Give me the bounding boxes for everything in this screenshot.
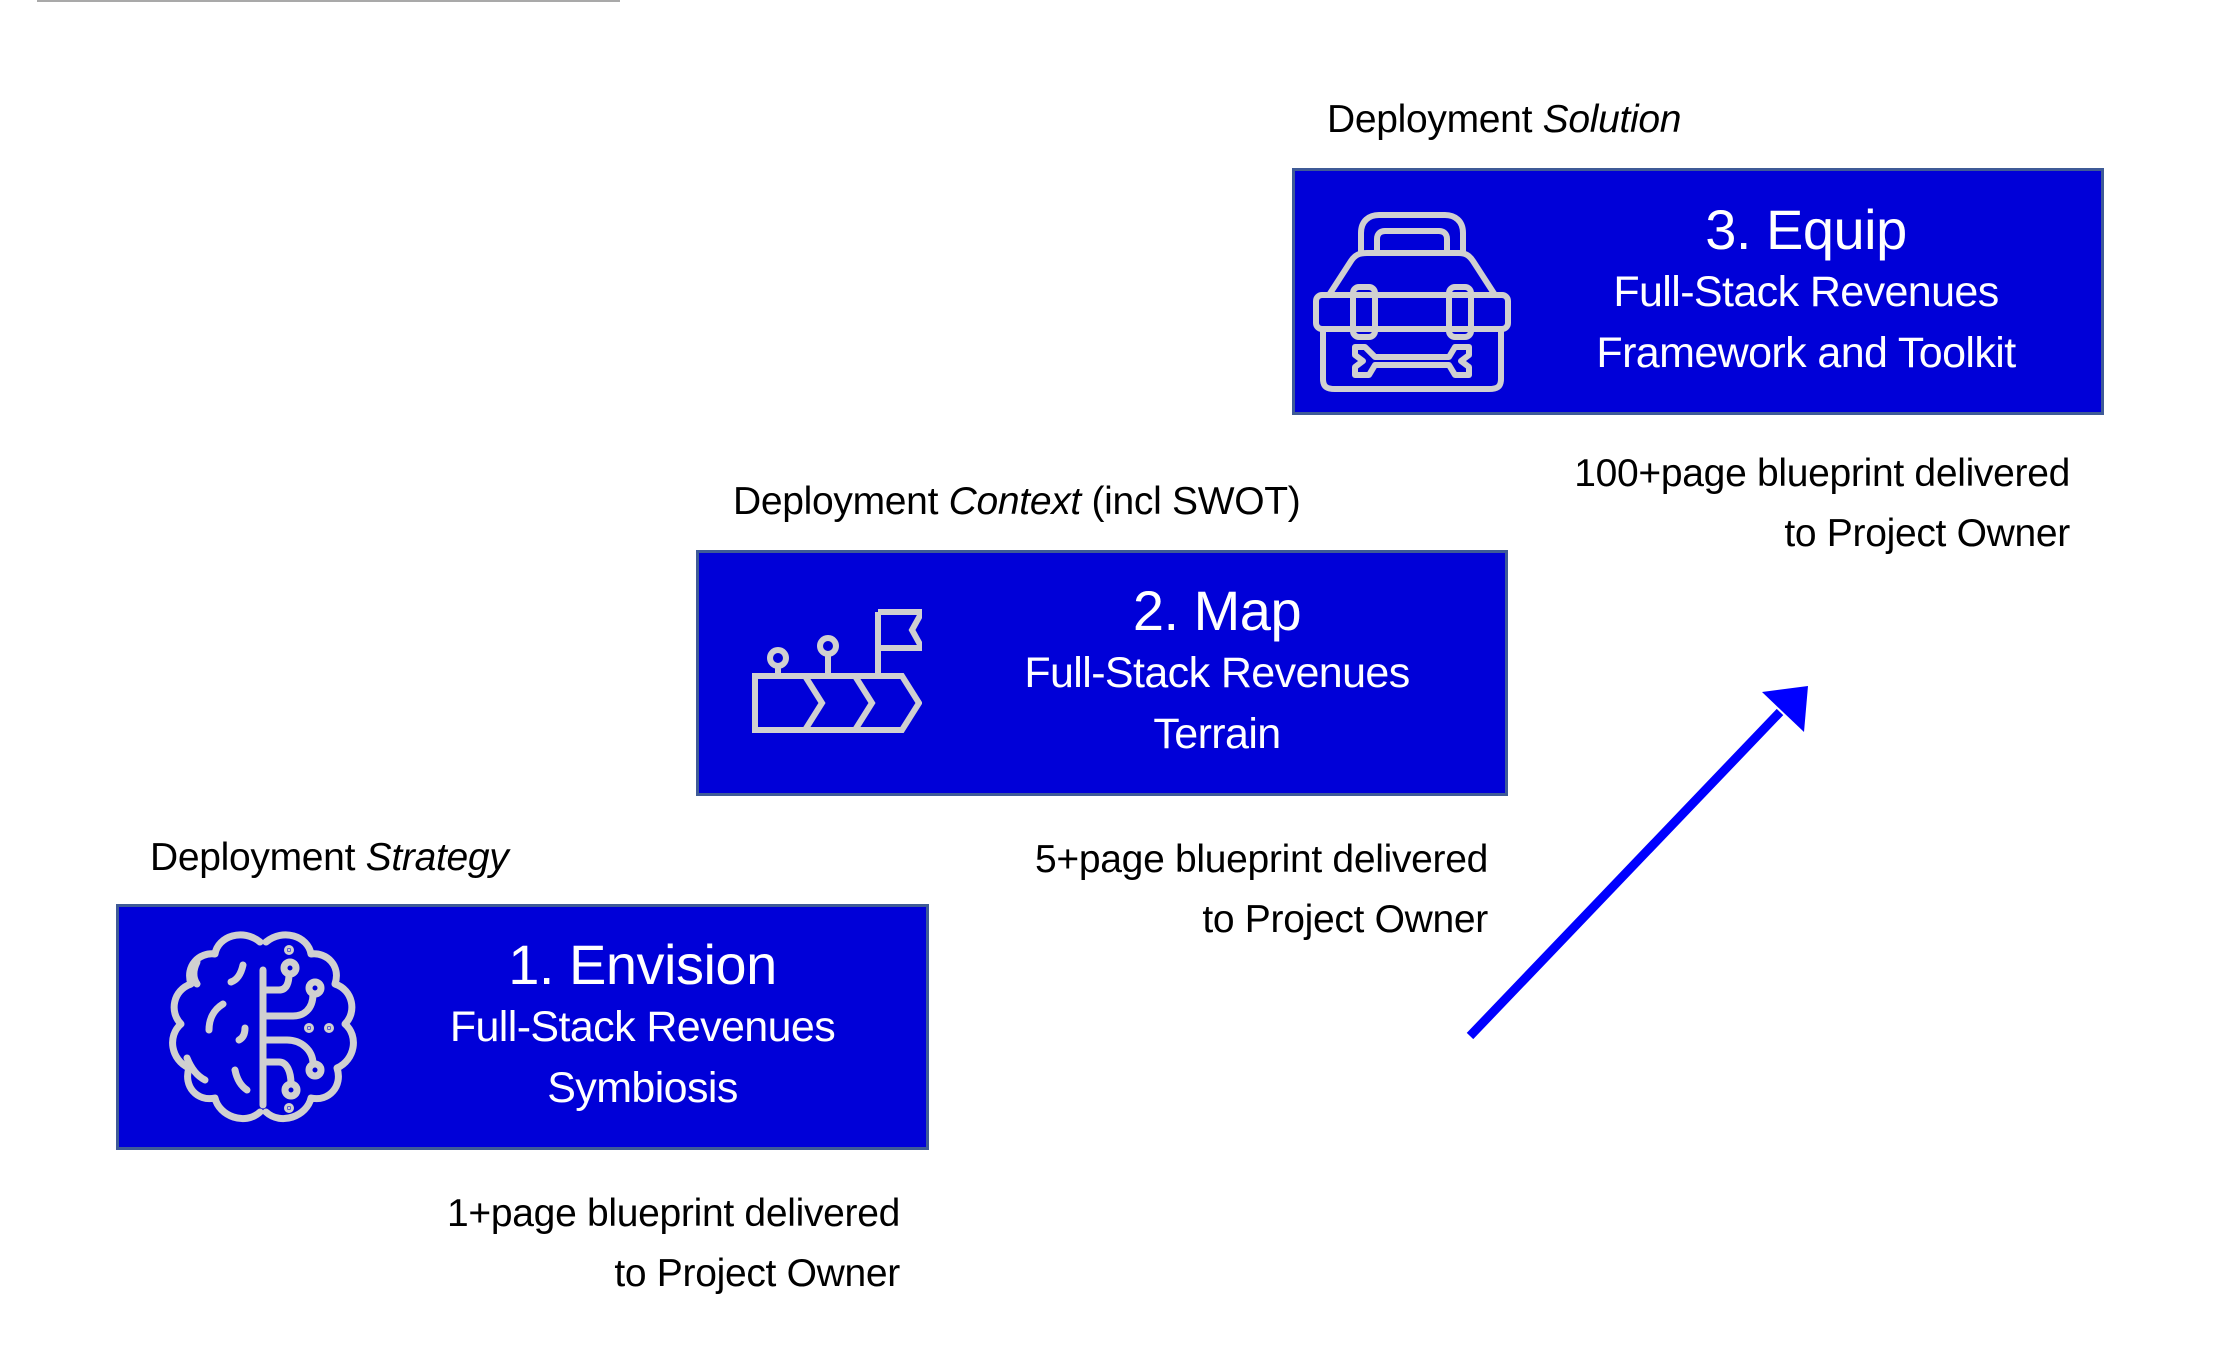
- stage-1-label-prefix: Deployment: [150, 836, 366, 879]
- stage-3-title: 3. Equip: [1705, 197, 1907, 261]
- progress-arrow-head: [1762, 686, 1808, 732]
- stage-2-subtitle-line-2: Terrain: [1153, 710, 1281, 759]
- stage-3-label-prefix: Deployment: [1327, 98, 1543, 141]
- stage-1-label: Deployment Strategy: [150, 836, 509, 879]
- stage-1-box: 1. Envision Full-Stack Revenues Symbiosi…: [116, 904, 929, 1150]
- progress-arrow-shaft: [1466, 708, 1784, 1040]
- stage-1-subtitle-line-2: Symbiosis: [547, 1064, 738, 1113]
- brain-circuit-icon: [163, 930, 363, 1130]
- stage-3-description-line-1: 100+page blueprint delivered: [1574, 452, 2070, 495]
- stage-3-subtitle-line-1: Full-Stack Revenues: [1613, 267, 1999, 316]
- stage-3-description-line-2: to Project Owner: [1784, 512, 2070, 555]
- stage-3-label-emphasis: Solution: [1542, 98, 1682, 141]
- stage-1-title: 1. Envision: [508, 933, 777, 997]
- stage-1-description: 1+page blueprint delivered to Project Ow…: [447, 1184, 900, 1304]
- stage-2-label-emphasis: Context: [948, 480, 1082, 523]
- stage-3-text: 3. Equip Full-Stack Revenues Framework a…: [1531, 171, 2081, 412]
- stage-2-description: 5+page blueprint delivered to Project Ow…: [1035, 830, 1488, 950]
- stage-1-label-emphasis: Strategy: [365, 836, 509, 879]
- stage-2-label: Deployment Context (incl SWOT): [733, 482, 1301, 521]
- stage-2-description-line-2: to Project Owner: [1202, 898, 1488, 941]
- stage-1-description-line-1: 1+page blueprint delivered: [447, 1192, 900, 1235]
- stage-2-text: 2. Map Full-Stack Revenues Terrain: [949, 553, 1485, 793]
- stage-3-description: 100+page blueprint delivered to Project …: [1574, 444, 2070, 564]
- stage-3-box: 3. Equip Full-Stack Revenues Framework a…: [1292, 168, 2104, 415]
- stage-2-label-suffix: (incl SWOT): [1080, 480, 1301, 523]
- stage-1-subtitle-line-1: Full-Stack Revenues: [449, 1003, 836, 1052]
- stage-2-title: 2. Map: [1132, 579, 1302, 643]
- stage-1-description-line-2: to Project Owner: [614, 1252, 900, 1295]
- stage-2-label-prefix: Deployment: [733, 480, 949, 523]
- stage-2-subtitle-line-1: Full-Stack Revenues: [1024, 649, 1410, 698]
- stage-1-text: 1. Envision Full-Stack Revenues Symbiosi…: [379, 907, 906, 1147]
- stage-3-subtitle-line-2: Framework and Toolkit: [1596, 328, 2016, 377]
- stage-2-box: 2. Map Full-Stack Revenues Terrain: [696, 550, 1508, 796]
- stage-3-label: Deployment Solution: [1327, 100, 1681, 139]
- toolbox-wrench-icon: [1313, 209, 1513, 393]
- top-divider-line: [37, 0, 620, 2]
- stage-2-description-line-1: 5+page blueprint delivered: [1035, 838, 1488, 881]
- roadmap-flag-icon: [752, 608, 922, 734]
